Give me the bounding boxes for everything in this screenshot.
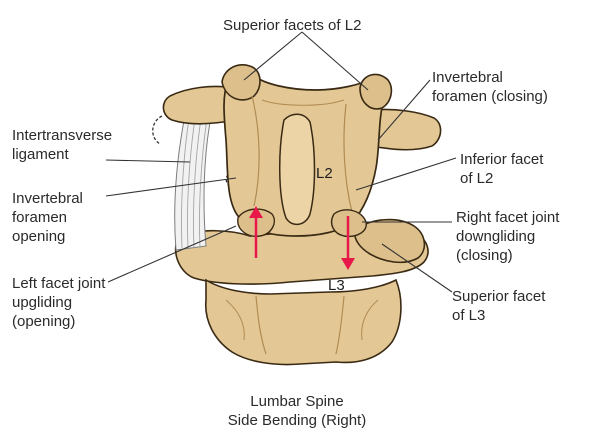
l2-label: L2 xyxy=(316,165,333,182)
l3-body xyxy=(206,280,401,365)
label-superior-facet-l3: Superior facet of L3 xyxy=(452,287,545,325)
label-invertebral-foramen-closing: Invertebral foramen (closing) xyxy=(432,68,548,106)
label-superior-facets-l2: Superior facets of L2 xyxy=(223,16,361,35)
l2-spinous-process xyxy=(280,114,315,224)
label-left-facet-joint: Left facet joint upgliding (opening) xyxy=(12,274,105,331)
label-intertransverse-ligament: Intertransverse ligament xyxy=(12,126,112,164)
l3-vertebra xyxy=(176,220,428,365)
diagram-caption: Lumbar Spine Side Bending (Right) xyxy=(197,392,397,430)
label-right-facet-joint: Right facet joint downgliding (closing) xyxy=(456,208,559,265)
label-inferior-facet-l2: Inferior facet of L2 xyxy=(460,150,543,188)
l2-transverse-right xyxy=(372,109,441,149)
l3-label: L3 xyxy=(328,277,345,294)
l2-superior-facet-left xyxy=(222,65,260,100)
label-invertebral-foramen-opening: Invertebral foramen opening xyxy=(12,189,83,246)
l2-superior-facet-right xyxy=(360,74,391,108)
